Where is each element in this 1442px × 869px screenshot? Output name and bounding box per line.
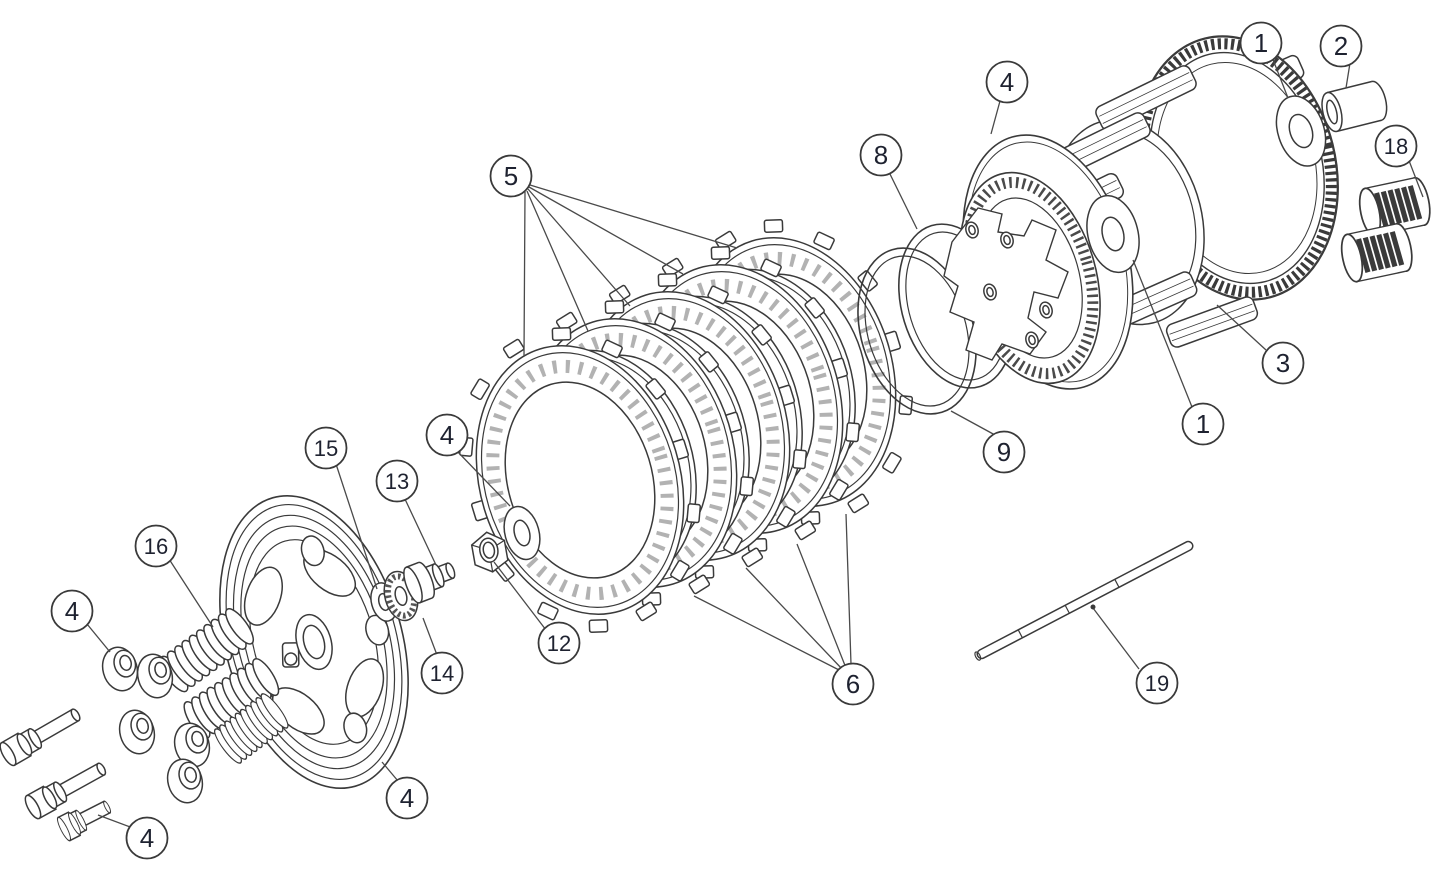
leader-14 (422, 617, 438, 656)
callout-4-pressure-plate[interactable]: 4 (385, 776, 429, 820)
center-bolt (403, 561, 456, 604)
hub-studs (965, 221, 1053, 349)
leader-13 (403, 496, 437, 566)
balloon-number: 8 (874, 140, 888, 170)
balloon-number: 19 (1145, 671, 1169, 696)
balloon-circle[interactable] (1135, 661, 1179, 705)
callout-9[interactable]: 9 (982, 430, 1026, 474)
balloon-circle[interactable] (375, 459, 419, 503)
balloon-number: 9 (997, 437, 1011, 467)
callout-6[interactable]: 6 (831, 662, 875, 706)
balloon-circle[interactable] (1319, 24, 1363, 68)
callout-3[interactable]: 3 (1261, 341, 1305, 385)
balloon-circle[interactable] (125, 816, 169, 860)
leader-4-bolts (97, 814, 134, 829)
hex-nut (470, 531, 509, 573)
callout-14[interactable]: 14 (420, 651, 464, 695)
leader-lines (86, 56, 1424, 829)
leader-16 (168, 558, 214, 628)
balloon-circle[interactable] (537, 621, 581, 665)
callout-5[interactable]: 5 (489, 154, 533, 198)
leader-12 (493, 561, 547, 631)
balloon-circle[interactable] (859, 133, 903, 177)
balloon-number: 16 (144, 534, 168, 559)
balloon-number: 4 (65, 596, 79, 626)
leader-1-inner (1132, 259, 1193, 408)
balloon-number: 12 (547, 631, 571, 656)
callout-15[interactable]: 15 (304, 426, 348, 470)
leader-19-dot (1090, 604, 1096, 610)
balloon-number: 3 (1276, 348, 1290, 378)
leader-4-backing-plate (990, 100, 1001, 135)
spring-bolts (0, 701, 116, 843)
push-rod (974, 540, 1194, 661)
balloon-number: 4 (1000, 67, 1014, 97)
balloon-circle[interactable] (489, 154, 533, 198)
balloon-number: 6 (846, 669, 860, 699)
balloon-circle[interactable] (982, 430, 1026, 474)
balloon-number: 2 (1334, 31, 1348, 61)
leader-9 (950, 410, 996, 436)
balloon-number: 4 (140, 823, 154, 853)
balloon-circle[interactable] (1239, 21, 1283, 65)
leader-4-pressure-plate (381, 761, 399, 782)
spring-bolt-1 (0, 701, 86, 769)
callout-18[interactable]: 18 (1374, 124, 1418, 168)
balloon-circle[interactable] (1374, 124, 1418, 168)
balloon-circle[interactable] (985, 60, 1029, 104)
leader-6-fan (693, 513, 852, 672)
callout-19[interactable]: 19 (1135, 661, 1179, 705)
balloon-number: 14 (430, 661, 454, 686)
leader-2 (1345, 62, 1351, 89)
balloon-number: 4 (400, 783, 414, 813)
balloon-number: 18 (1384, 134, 1408, 159)
callout-12[interactable]: 12 (537, 621, 581, 665)
callout-1-outer[interactable]: 1 (1239, 21, 1283, 65)
needle-bearing-2 (1338, 222, 1416, 284)
callout-4-retainer[interactable]: 4 (50, 589, 94, 633)
callout-4-backing-plate[interactable]: 4 (985, 60, 1029, 104)
leader-19 (1092, 607, 1140, 670)
spacer-bushing (1321, 80, 1388, 133)
balloon-number: 15 (314, 436, 338, 461)
balloon-circle[interactable] (134, 524, 178, 568)
balloon-number: 1 (1196, 409, 1210, 439)
thrust-washer-inner (1086, 194, 1140, 274)
leader-4-retainer (86, 623, 111, 653)
leader-4-washer (455, 449, 511, 507)
clutch-plate-stack (429, 193, 943, 659)
callout-16[interactable]: 16 (134, 524, 178, 568)
leader-1-outer (1271, 56, 1289, 99)
balloon-number: 13 (385, 469, 409, 494)
balloon-circle[interactable] (1181, 402, 1225, 446)
spring-retainer-3 (114, 705, 160, 759)
plain-washer (503, 505, 541, 561)
leader-15 (335, 463, 378, 590)
callout-4-bolts[interactable]: 4 (125, 816, 169, 860)
callout-2[interactable]: 2 (1319, 24, 1363, 68)
balloon-circle[interactable] (50, 589, 94, 633)
balloon-number: 5 (504, 161, 518, 191)
balloon-number: 1 (1254, 28, 1268, 58)
balloon-circle[interactable] (385, 776, 429, 820)
balloon-circle[interactable] (304, 426, 348, 470)
leader-8 (888, 171, 918, 230)
leader-5-fan (523, 184, 738, 357)
balloon-circle[interactable] (831, 662, 875, 706)
balloon-circle[interactable] (1261, 341, 1305, 385)
balloon-circle[interactable] (420, 651, 464, 695)
balloon-number: 4 (440, 420, 454, 450)
leader-18 (1407, 157, 1424, 198)
callout-8[interactable]: 8 (859, 133, 903, 177)
callout-1-inner[interactable]: 1 (1181, 402, 1225, 446)
thrust-washer-outer (1275, 95, 1327, 167)
spring-retainer-1 (97, 642, 143, 696)
callout-4-washer[interactable]: 4 (425, 413, 469, 457)
callout-13[interactable]: 13 (375, 459, 419, 503)
leader-3 (1216, 304, 1267, 351)
balloon-circle[interactable] (425, 413, 469, 457)
